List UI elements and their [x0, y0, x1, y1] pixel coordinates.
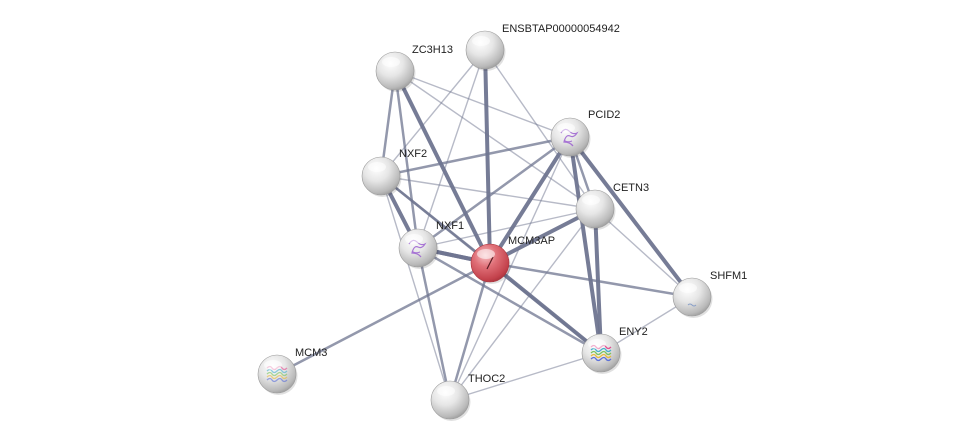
nodes-layer: ENSBTAP00000054942ZC3H13PCID2NXF2CETN3NX… [257, 23, 747, 421]
edge-cetn3-thoc2[interactable] [449, 208, 596, 401]
node-label: PCID2 [588, 109, 620, 121]
node-label: THOC2 [468, 373, 505, 385]
node-highlight [405, 234, 423, 244]
node-mcm3[interactable]: MCM3 [257, 347, 327, 395]
node-highlight [382, 57, 400, 67]
node-shfm1[interactable]: SHFM1 [672, 270, 747, 318]
edge-zc3h13-nxf1[interactable] [393, 69, 420, 250]
edge-nxf1-thoc2[interactable] [416, 246, 452, 402]
node-label: NXF1 [436, 220, 464, 232]
node-nxf2[interactable]: NXF2 [361, 148, 427, 197]
node-label: ZC3H13 [412, 44, 453, 56]
edge-cetn3-shfm1[interactable] [594, 208, 693, 298]
edge-ensbtap00000054942-nxf2[interactable] [380, 49, 486, 177]
edge-mcm3ap-ensbtap00000054942[interactable] [483, 48, 492, 265]
edge-zc3h13-cetn3[interactable] [394, 70, 596, 210]
edge-nxf2-thoc2[interactable] [380, 175, 451, 401]
node-highlight [437, 386, 455, 396]
node-highlight [588, 339, 606, 349]
node-highlight [582, 195, 600, 205]
node-highlight [264, 360, 282, 370]
node-zc3h13[interactable]: ZC3H13 [375, 44, 453, 92]
edge-mcm3ap-zc3h13[interactable] [393, 69, 492, 265]
edge-nxf1-eny2[interactable] [416, 246, 603, 355]
edge-nxf2-cetn3[interactable] [380, 175, 596, 210]
node-highlight [557, 123, 575, 133]
edge-nxf1-cetn3[interactable] [417, 208, 596, 249]
edge-pcid2-shfm1[interactable] [568, 135, 694, 299]
edge-pcid2-thoc2[interactable] [449, 136, 571, 401]
node-nxf1[interactable]: NXF1 [398, 220, 464, 269]
node-label: CETN3 [613, 182, 649, 194]
protein-structure-icon [687, 303, 697, 307]
node-cetn3[interactable]: CETN3 [575, 182, 649, 230]
edge-mcm3ap-mcm3[interactable] [275, 261, 492, 376]
node-label: ENSBTAP00000054942 [502, 23, 620, 35]
node-label: MCM3AP [508, 235, 555, 247]
edge-ensbtap00000054942-nxf1[interactable] [417, 49, 486, 249]
node-label: NXF2 [399, 148, 427, 160]
edges-layer [275, 48, 694, 402]
edge-zc3h13-pcid2[interactable] [394, 70, 571, 138]
node-thoc2[interactable]: THOC2 [430, 373, 505, 421]
edge-pcid2-nxf2[interactable] [379, 135, 572, 178]
node-label: SHFM1 [710, 270, 747, 282]
node-mcm3ap[interactable]: MCM3AP [470, 235, 555, 284]
node-highlight [679, 283, 697, 293]
edge-pcid2-eny2[interactable] [568, 135, 603, 355]
node-highlight [368, 162, 386, 172]
node-eny2[interactable]: ENY2 [581, 326, 648, 374]
edge-mcm3ap-cetn3[interactable] [488, 207, 597, 265]
edge-cetn3-eny2[interactable] [593, 207, 603, 355]
node-ensbtap00000054942[interactable]: ENSBTAP00000054942 [465, 23, 620, 71]
node-pcid2[interactable]: PCID2 [550, 109, 620, 158]
edge-pcid2-nxf1[interactable] [416, 135, 572, 250]
edge-mcm3ap-pcid2[interactable] [488, 135, 572, 265]
protein-structure-icon [486, 256, 494, 270]
node-highlight [477, 249, 495, 259]
edge-eny2-thoc2[interactable] [449, 352, 602, 401]
node-label: MCM3 [295, 347, 327, 359]
node-label: ENY2 [619, 326, 648, 338]
node-highlight [472, 36, 490, 46]
